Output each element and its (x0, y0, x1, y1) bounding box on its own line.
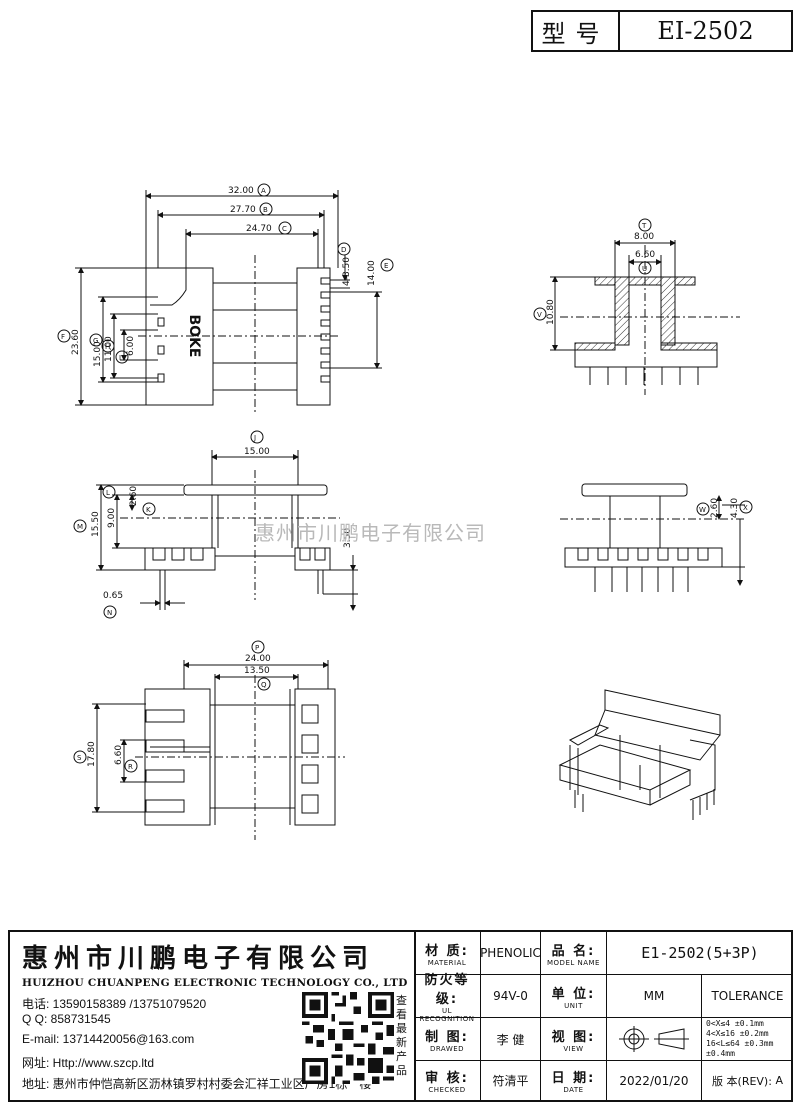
label-n: N (107, 609, 112, 617)
dim-2-6-side: 2.60 (710, 498, 720, 518)
view-label: 视 图:VIEW (541, 1018, 607, 1061)
dim-2-6: 2.60 (129, 486, 139, 506)
tolerance-table: 0<X≤4 ±0.1mm 4<X≤16 ±0.2mm 16<L≤64 ±0.3m… (702, 1018, 793, 1061)
dim-13-5: 13.50 (244, 666, 270, 676)
dim-8: 8.00 (634, 232, 654, 242)
material-value: PHENOLIC (480, 932, 541, 975)
model-header-box: 型号 EI-2502 (531, 10, 793, 52)
revision-label: 版 本(REV): (712, 1074, 772, 1088)
date-label: 日 期:DATE (541, 1061, 607, 1100)
label-j: J (253, 434, 256, 442)
dim-15: 15.00 (93, 341, 103, 367)
dim-6-6: 6.60 (635, 250, 655, 260)
label-d: D (341, 246, 346, 254)
dim-23-6: 23.60 (71, 329, 81, 355)
label-s: S (77, 754, 82, 762)
label-l: L (106, 489, 110, 497)
label-h: H (105, 343, 110, 351)
revision-value: A (775, 1074, 783, 1087)
model-label: 型号 (533, 12, 620, 50)
part-name-value: E1-2502(5+3P) (607, 932, 793, 975)
label-g: G (93, 337, 98, 345)
technical-drawing: BOKE 32.00 A 27.70 B 24.70 C 4-3.50 D 14… (57, 183, 753, 840)
label-p: P (255, 644, 259, 652)
checked-by-value: 符清平 (481, 1061, 541, 1100)
date-value: 2022/01/20 (607, 1061, 702, 1100)
flame-rating-value: 94V-0 (481, 975, 541, 1018)
dim-6-6-bottom: 6.60 (114, 745, 124, 765)
first-angle-projection-icon (619, 1026, 689, 1052)
label-t: T (641, 222, 647, 230)
label-w: W (699, 506, 706, 514)
isometric-view (558, 689, 721, 820)
unit-value: MM (607, 975, 702, 1018)
material-label: 材 质:MATERIAL (414, 932, 481, 975)
bottom-view: 24.00 P 13.50 Q 17.80 S 6.60 R (73, 640, 345, 840)
dim-11: 11.00 (104, 336, 114, 362)
unit-label: 单 位:UNIT (541, 975, 607, 1018)
dim-4-3-5: 4-3.50 (342, 257, 352, 286)
dim-27-7: 27.70 (230, 205, 256, 215)
dim-4-3: 4.30 (730, 498, 740, 518)
flame-rating-label: 防火等级:UL RECOGNITION (414, 973, 481, 1023)
drawn-by-label: 制 图:DRAWED (414, 1018, 481, 1061)
qr-caption: 查看最新产品 (396, 994, 407, 1077)
side-view: 2.60 W 4.30 X (560, 483, 753, 592)
dim-24-7: 24.70 (246, 224, 272, 234)
boke-logo: BOKE (186, 315, 202, 358)
label-e: E (384, 262, 388, 270)
revision: 版 本(REV): A (702, 1061, 793, 1100)
dim-9: 9.00 (107, 508, 117, 528)
label-f: F (61, 333, 65, 341)
label-x: X (743, 504, 748, 512)
front-view: 15.00 J 15.50 M 9.00 L 2.60 K 3.50 0.65 … (73, 430, 358, 619)
checked-by-label: 审 核:CHECKED (414, 1061, 481, 1100)
dim-3-5: 3.50 (343, 528, 353, 548)
dim-6: 6.00 (126, 336, 136, 356)
website[interactable]: 网址: Http://www.szcp.ltd (22, 1056, 155, 1070)
dim-15-front: 15.00 (244, 447, 270, 457)
dim-17-8: 17.80 (87, 741, 97, 767)
qq: Q Q: 858731545 (22, 1012, 111, 1026)
label-r: R (128, 763, 133, 771)
email: E-mail: 13714420056@163.com (22, 1032, 195, 1046)
section-view: 8.00 T 6.60 U 10.80 V (533, 218, 740, 395)
label-b: B (263, 206, 268, 214)
model-value: EI-2502 (657, 17, 754, 45)
dim-10-8: 10.80 (546, 299, 556, 325)
title-block: 惠州市川鹏电子有限公司 HUIZHOU CHUANPENG ELECTRONIC… (8, 930, 793, 1102)
watermark: 惠州市川鹏电子有限公司 (255, 521, 486, 545)
label-q: Q (261, 681, 267, 689)
projection-symbol (607, 1018, 702, 1061)
dim-14: 14.00 (367, 260, 377, 286)
top-view: BOKE 32.00 A 27.70 B 24.70 C 4-3.50 D 14… (57, 183, 394, 415)
label-k: K (146, 506, 151, 514)
drawn-by-value: 李 健 (481, 1018, 541, 1061)
label-i: I (119, 354, 121, 362)
label-u: U (642, 265, 647, 273)
dim-24: 24.00 (245, 654, 271, 664)
dim-15-5: 15.50 (91, 511, 101, 537)
company-name-cn: 惠州市川鹏电子有限公司 (22, 944, 375, 974)
part-name-label: 品 名:MODEL NAME (541, 932, 607, 975)
dim-0-65: 0.65 (103, 591, 123, 601)
qr-code[interactable] (302, 992, 394, 1084)
label-v: V (537, 311, 542, 319)
phone: 电话: 13590158389 /13751079520 (22, 997, 207, 1011)
dim-32: 32.00 (228, 186, 254, 196)
tolerance-label: TOLERANCE (702, 975, 793, 1018)
label-c: C (282, 225, 287, 233)
label-a: A (261, 187, 266, 195)
label-m: M (77, 523, 83, 531)
company-name-en: HUIZHOU CHUANPENG ELECTRONIC TECHNOLOGY … (22, 977, 408, 989)
company-info: 惠州市川鹏电子有限公司 HUIZHOU CHUANPENG ELECTRONIC… (10, 932, 416, 1100)
address: 地址: 惠州市仲恺高新区沥林镇罗村村委会汇祥工业区厂房1栋一楼 (22, 1077, 372, 1091)
